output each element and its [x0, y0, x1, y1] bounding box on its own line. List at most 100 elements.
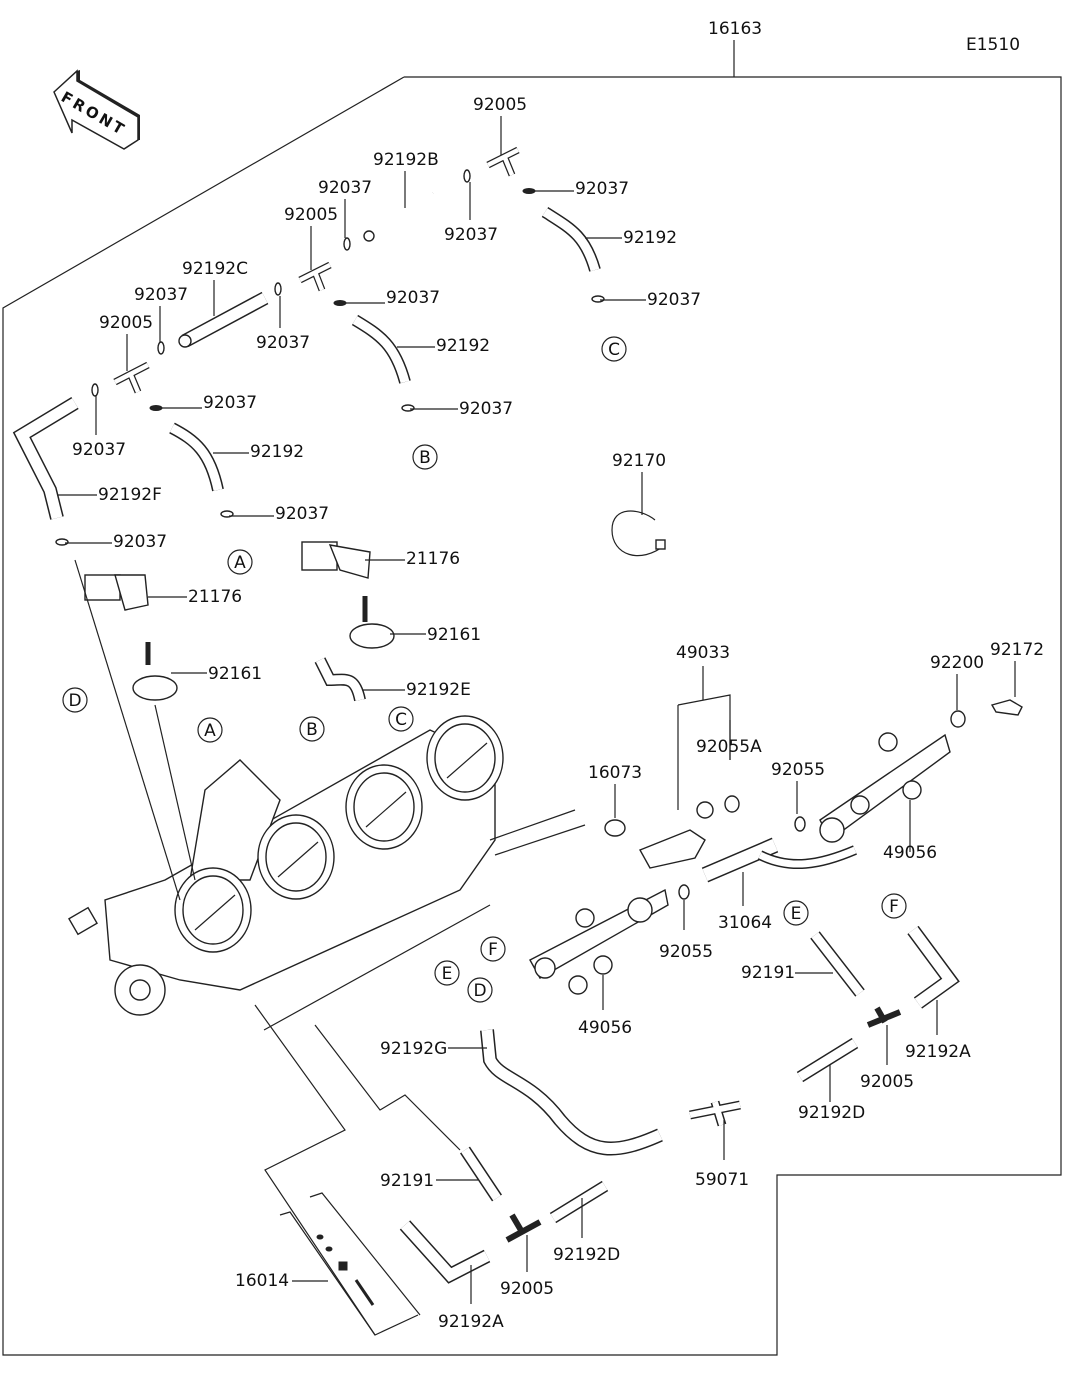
- part-number-label[interactable]: 92055: [659, 942, 713, 962]
- reference-letter: F: [488, 940, 498, 960]
- part-number-label[interactable]: 92005: [500, 1279, 554, 1299]
- hose-92192e: [314, 657, 366, 702]
- reference-letter: A: [204, 721, 216, 741]
- reference-letter: B: [419, 448, 431, 468]
- reference-letter: A: [234, 553, 246, 573]
- drawing-code: E1510: [966, 35, 1020, 55]
- reference-letter: E: [442, 964, 453, 984]
- hose-92192d: [549, 1037, 859, 1224]
- part-number-label[interactable]: 49056: [883, 843, 937, 863]
- reference-circle-f: [881, 893, 907, 919]
- reference-letter: D: [68, 691, 81, 711]
- hose-92191: [460, 931, 865, 1202]
- hose-92192f: [12, 397, 79, 520]
- part-number-label[interactable]: 92192A: [905, 1042, 971, 1062]
- reference-circle-d: [62, 687, 88, 713]
- part-number-label[interactable]: 92055: [771, 760, 825, 780]
- part-number-label[interactable]: 92192F: [98, 485, 162, 505]
- joint-pipe-31064: [701, 837, 857, 883]
- part-number-label[interactable]: 92192G: [380, 1039, 447, 1059]
- reference-circle-d: [467, 977, 493, 1003]
- part-number-label[interactable]: 49056: [578, 1018, 632, 1038]
- part-number-label[interactable]: 92161: [427, 625, 481, 645]
- hose-92192: [169, 206, 601, 492]
- part-number-label[interactable]: 92192B: [373, 150, 439, 170]
- hose-92192b: [363, 189, 436, 242]
- part-number-label[interactable]: 92037: [72, 440, 126, 460]
- assembly-label: 16163: [708, 19, 762, 39]
- part-number-label[interactable]: 92037: [134, 285, 188, 305]
- callouts: 9200592192B92037920379200592037921929219…: [57, 95, 1044, 1332]
- part-number-label[interactable]: 21176: [188, 587, 242, 607]
- part-number-label[interactable]: 92192: [436, 336, 490, 356]
- reference-circle-c: [601, 336, 627, 362]
- part-number-label[interactable]: 92005: [284, 205, 338, 225]
- hose-92192g: [480, 1029, 663, 1156]
- t-fitting-lower: [505, 1006, 902, 1243]
- part-number-label[interactable]: 92161: [208, 664, 262, 684]
- reference-circle-f: [480, 936, 506, 962]
- part-number-label[interactable]: 21176: [406, 549, 460, 569]
- part-number-label[interactable]: 92037: [318, 178, 372, 198]
- part-number-label[interactable]: 92192A: [438, 1312, 504, 1332]
- part-number-label[interactable]: 92037: [575, 179, 629, 199]
- part-number-label[interactable]: 92005: [473, 95, 527, 115]
- front-arrow-icon: FRONT: [53, 69, 140, 150]
- guide-lines: [74, 559, 731, 1336]
- part-number-label[interactable]: 92192D: [553, 1245, 620, 1265]
- part-number-label[interactable]: 92192: [250, 442, 304, 462]
- part-number-label[interactable]: 92192D: [798, 1103, 865, 1123]
- reference-circle-b: [412, 444, 438, 470]
- part-number-label[interactable]: 92191: [741, 963, 795, 983]
- hose-92192a: [399, 925, 960, 1284]
- part-number-label[interactable]: 92200: [930, 653, 984, 673]
- part-number-label[interactable]: 49033: [676, 643, 730, 663]
- fitting-59071: [689, 1100, 741, 1127]
- part-number-label[interactable]: 92037: [444, 225, 498, 245]
- part-number-label[interactable]: 92172: [990, 640, 1044, 660]
- part-number-label[interactable]: 92191: [380, 1171, 434, 1191]
- band-92170: [611, 510, 666, 557]
- injector-49033: [604, 699, 1023, 900]
- part-number-label[interactable]: 92192C: [182, 259, 248, 279]
- reference-circle-a: [227, 549, 253, 575]
- hose-92192c: [178, 291, 269, 348]
- reference-letter: E: [791, 904, 802, 924]
- valve-92161: [132, 596, 395, 701]
- part-number-label[interactable]: 16014: [235, 1271, 289, 1291]
- part-number-label[interactable]: 92037: [256, 333, 310, 353]
- throttle-body: [68, 715, 504, 1016]
- screw-kit-16014: [279, 1192, 421, 1336]
- reference-circle-c: [388, 706, 414, 732]
- fuel-rail-49056: [529, 732, 951, 995]
- part-number-label[interactable]: 31064: [718, 913, 772, 933]
- part-number-label[interactable]: 92192: [623, 228, 677, 248]
- t-fitting-icon: [113, 146, 520, 394]
- part-number-label[interactable]: 92055A: [696, 737, 762, 757]
- part-number-label[interactable]: 92005: [860, 1072, 914, 1092]
- reference-circle-b: [299, 716, 325, 742]
- part-number-label[interactable]: 59071: [695, 1170, 749, 1190]
- part-number-label[interactable]: 92037: [647, 290, 701, 310]
- clamp-icon: [55, 169, 605, 546]
- part-number-label[interactable]: 92037: [386, 288, 440, 308]
- reference-letter: C: [608, 340, 620, 360]
- part-number-label[interactable]: 16073: [588, 763, 642, 783]
- reference-letter: C: [395, 710, 407, 730]
- reference-circle-a: [197, 717, 223, 743]
- assembly-boundary: [2, 76, 1062, 1356]
- part-number-label[interactable]: 92037: [113, 532, 167, 552]
- part-number-label[interactable]: 92037: [203, 393, 257, 413]
- part-number-label[interactable]: 92170: [612, 451, 666, 471]
- part-number-label[interactable]: 92192E: [406, 680, 471, 700]
- sensor-21176: [84, 541, 371, 611]
- part-number-label[interactable]: 92037: [459, 399, 513, 419]
- reference-letter: F: [889, 897, 899, 917]
- reference-letter: D: [473, 981, 486, 1001]
- reference-circle-e: [783, 900, 809, 926]
- reference-letter: B: [306, 720, 318, 740]
- part-number-label[interactable]: 92037: [275, 504, 329, 524]
- part-number-label[interactable]: 92005: [99, 313, 153, 333]
